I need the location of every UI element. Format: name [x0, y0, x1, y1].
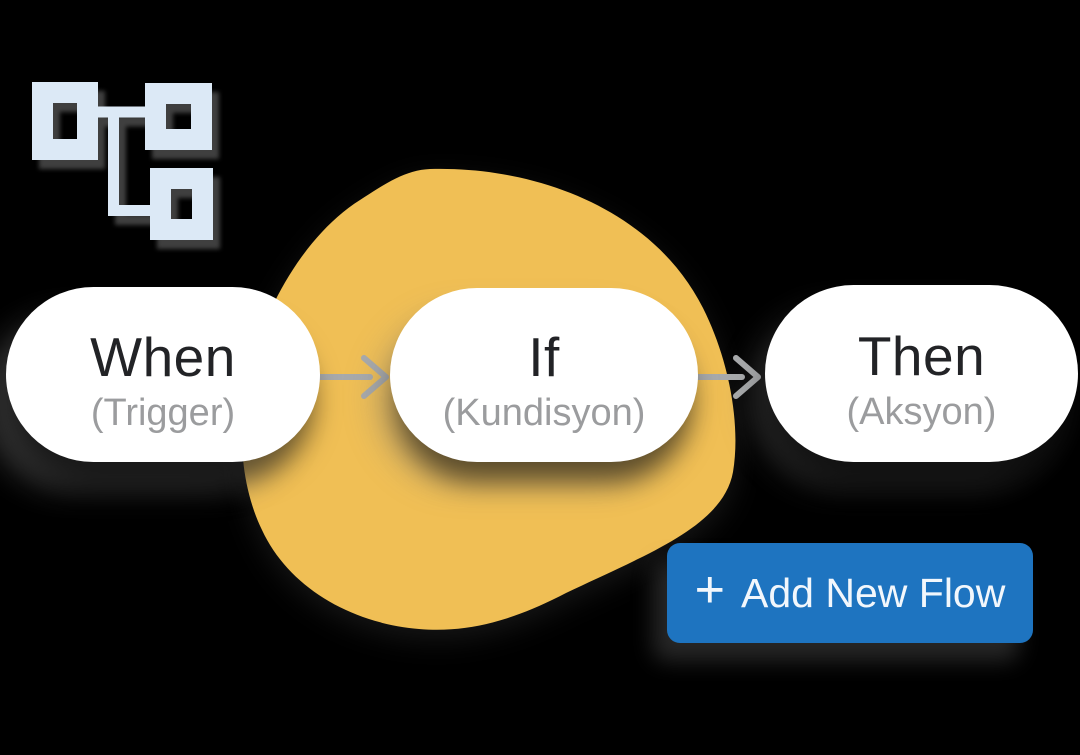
plus-icon: +: [694, 561, 726, 619]
workflow-icon: [32, 82, 213, 240]
workflow-icon-node-bottomright: [150, 168, 213, 240]
flow-node-when[interactable]: When (Trigger): [6, 287, 320, 462]
workflow-icon-connector: [98, 106, 150, 216]
node-subtitle-if: (Kundisyon): [442, 392, 646, 434]
node-title-if: If: [528, 326, 560, 388]
workflow-icon-node-left: [32, 82, 98, 160]
node-subtitle-then: (Aksyon): [846, 390, 997, 433]
flow-node-if[interactable]: If (Kundisyon): [390, 288, 698, 462]
flow-node-then[interactable]: Then (Aksyon): [765, 285, 1078, 462]
node-title-then: Then: [857, 324, 986, 387]
arrow-if-to-then: [694, 355, 761, 399]
node-subtitle-when: (Trigger): [90, 391, 236, 434]
arrow-when-to-if: [315, 355, 389, 399]
workflow-icon-node-topright: [145, 83, 212, 150]
node-title-when: When: [90, 325, 236, 388]
add-new-flow-label: Add New Flow: [741, 569, 1006, 616]
add-new-flow-button[interactable]: + Add New Flow: [667, 543, 1033, 643]
